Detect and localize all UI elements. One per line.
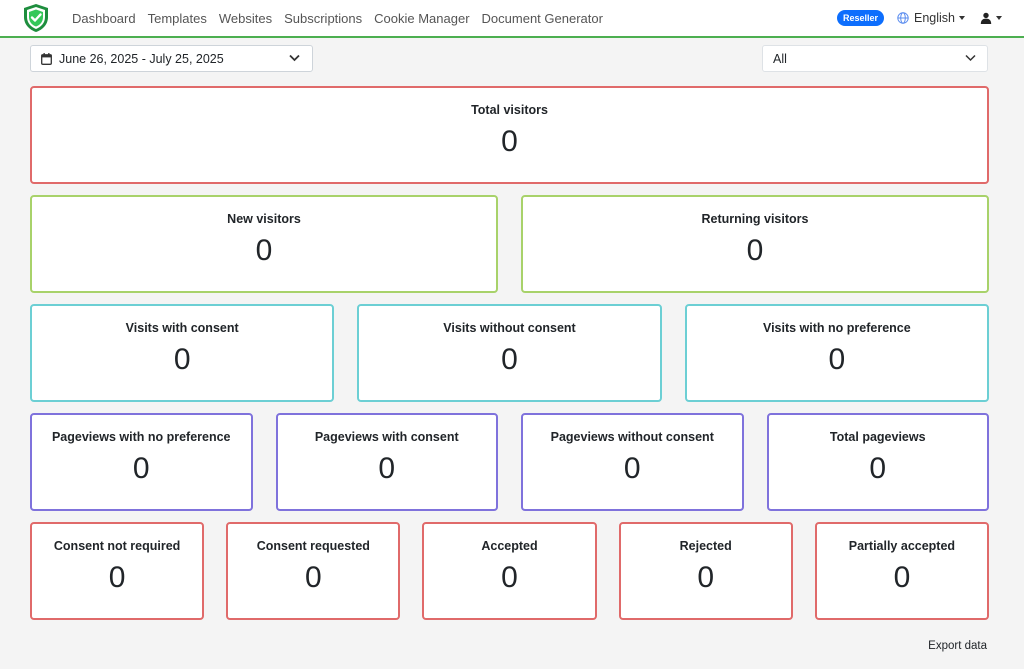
stat-value: 0 <box>893 561 911 594</box>
stat-value: 0 <box>378 452 396 485</box>
stat-card-new-visitors: New visitors 0 <box>30 195 498 293</box>
stat-value: 0 <box>501 343 518 376</box>
language-label: English <box>914 11 955 25</box>
date-range-text: June 26, 2025 - July 25, 2025 <box>59 51 224 66</box>
stat-label: Consent not required <box>53 539 181 553</box>
stat-value: 0 <box>746 234 764 267</box>
stat-value: 0 <box>108 561 126 594</box>
stat-card-visits-with-consent: Visits with consent 0 <box>30 304 335 402</box>
stat-card-pageviews-without-consent: Pageviews without consent 0 <box>521 413 744 511</box>
stat-value: 0 <box>869 452 887 485</box>
date-range-picker[interactable]: June 26, 2025 - July 25, 2025 <box>30 45 313 72</box>
stat-card-rejected: Rejected 0 <box>618 522 793 620</box>
stat-label: Pageviews without consent <box>550 430 714 444</box>
top-navbar: Dashboard Templates Websites Subscriptio… <box>0 0 1024 38</box>
row-pageviews: Pageviews with no preference 0 Pageviews… <box>30 413 989 511</box>
stat-label: Rejected <box>679 539 732 553</box>
shield-check-icon[interactable] <box>22 3 50 33</box>
stat-value: 0 <box>501 125 518 158</box>
nav-document-generator[interactable]: Document Generator <box>481 10 603 26</box>
stat-label: Accepted <box>481 539 538 553</box>
select-value: All <box>773 51 787 66</box>
caret-down-icon <box>959 16 965 20</box>
stat-card-total-pageviews: Total pageviews 0 <box>766 413 989 511</box>
stat-card-total-visitors: Total visitors 0 <box>30 86 989 184</box>
language-dropdown[interactable]: English <box>897 11 965 25</box>
stat-label: Consent requested <box>256 539 370 553</box>
stat-label: Pageviews with no preference <box>51 430 231 444</box>
stat-value: 0 <box>828 343 846 376</box>
user-menu[interactable] <box>980 12 1002 24</box>
calendar-icon <box>41 52 52 65</box>
chevron-down-icon <box>289 54 300 62</box>
website-filter-select[interactable]: All <box>762 45 988 72</box>
stat-card-consent-not-required: Consent not required 0 <box>30 522 205 620</box>
stat-value: 0 <box>623 452 641 485</box>
chevron-down-icon <box>965 54 976 62</box>
stat-value: 0 <box>132 452 150 485</box>
caret-down-icon <box>996 16 1002 20</box>
row-visits: Visits with consent 0 Visits without con… <box>30 304 989 402</box>
stat-card-partially-accepted: Partially accepted 0 <box>814 522 990 620</box>
row-consent: Consent not required 0 Consent requested… <box>30 522 990 620</box>
stat-label: Partially accepted <box>848 539 956 553</box>
stat-card-pageviews-no-preference: Pageviews with no preference 0 <box>30 413 253 511</box>
stat-label: Total visitors <box>471 103 548 117</box>
nav-templates[interactable]: Templates <box>147 10 207 26</box>
filter-bar: June 26, 2025 - July 25, 2025 All <box>0 38 1024 86</box>
reseller-badge: Reseller <box>836 10 884 26</box>
nav-websites[interactable]: Websites <box>218 10 273 26</box>
user-icon <box>980 12 992 24</box>
nav-cookie-manager[interactable]: Cookie Manager <box>374 10 470 26</box>
stat-value: 0 <box>173 343 191 376</box>
stat-value: 0 <box>697 561 715 594</box>
stat-label: Visits without consent <box>443 321 576 335</box>
row-visitors: New visitors 0 Returning visitors 0 <box>30 195 989 293</box>
stat-card-visits-no-preference: Visits with no preference 0 <box>684 304 989 402</box>
stat-label: Pageviews with consent <box>314 430 459 444</box>
row-total-visitors: Total visitors 0 <box>30 86 989 184</box>
stat-label: Returning visitors <box>701 212 809 226</box>
stat-value: 0 <box>255 234 273 267</box>
stat-value: 0 <box>501 561 518 594</box>
stat-label: Visits with consent <box>125 321 239 335</box>
globe-icon <box>897 12 914 24</box>
stat-card-consent-requested: Consent requested 0 <box>226 522 401 620</box>
stat-value: 0 <box>304 561 322 594</box>
stat-card-returning-visitors: Returning visitors 0 <box>521 195 989 293</box>
stat-card-visits-without-consent: Visits without consent 0 <box>357 304 662 402</box>
stat-card-accepted: Accepted 0 <box>422 522 597 620</box>
stat-label: New visitors <box>227 212 301 226</box>
stat-label: Total pageviews <box>829 430 926 444</box>
nav-dashboard[interactable]: Dashboard <box>72 10 136 26</box>
nav-subscriptions[interactable]: Subscriptions <box>284 10 363 26</box>
stat-card-pageviews-with-consent: Pageviews with consent 0 <box>275 413 498 511</box>
export-data-link[interactable]: Export data <box>928 640 987 652</box>
stat-label: Visits with no preference <box>762 321 911 335</box>
